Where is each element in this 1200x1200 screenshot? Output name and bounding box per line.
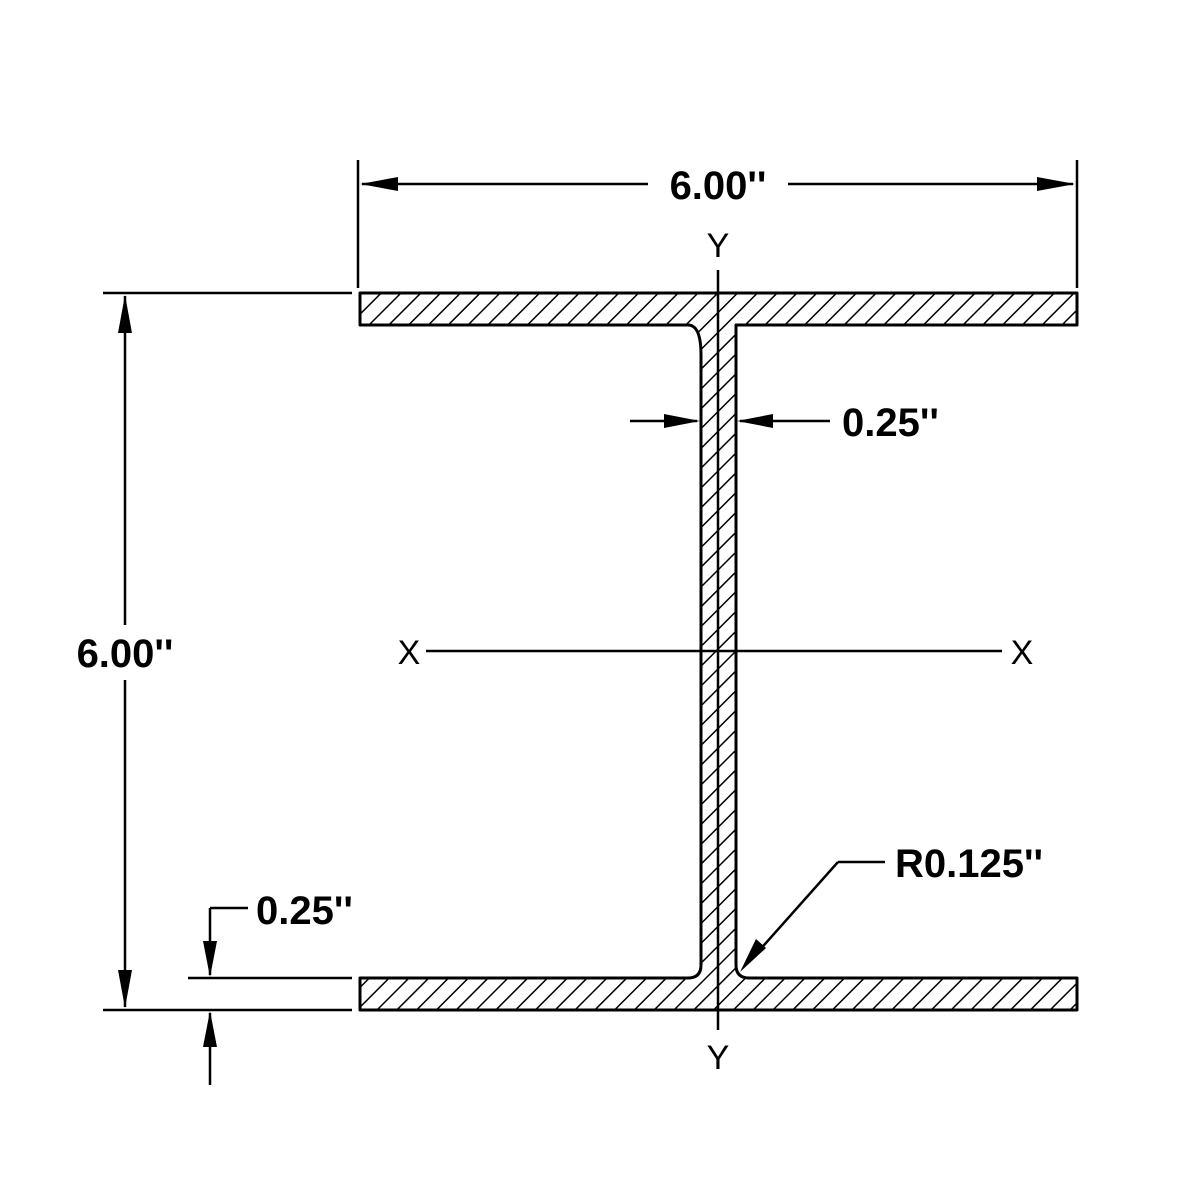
arrowhead-left (360, 177, 398, 191)
y-axis-label-bottom: Y (707, 1039, 730, 1077)
arrowhead-top (118, 295, 132, 333)
web-thickness-dimension: 0.25'' (630, 401, 939, 445)
arrowhead-bottom (118, 970, 132, 1008)
arrowhead-right (1037, 177, 1075, 191)
flange-arrowhead-top (203, 941, 217, 977)
flange-width-label: 6.00'' (670, 164, 767, 208)
fillet-radius-callout: R0.125'' (740, 842, 1043, 972)
x-axis-label-left: X (398, 634, 421, 672)
radius-leader-diagonal (748, 861, 839, 963)
fillet-radius-label: R0.125'' (895, 842, 1043, 886)
width-dimension: 6.00'' (356, 160, 1079, 288)
depth-dimension: 6.00'' (77, 291, 352, 1012)
flange-thickness-label: 0.25'' (256, 889, 353, 933)
x-axis-label-right: X (1011, 634, 1034, 672)
web-arrowhead-right (737, 414, 773, 428)
overall-depth-label: 6.00'' (77, 632, 174, 676)
x-axis: X X (398, 634, 1034, 672)
flange-arrowhead-bottom (203, 1011, 217, 1047)
radius-arrowhead (740, 939, 766, 972)
web-arrowhead-left (664, 414, 700, 428)
flange-thickness-dimension: 0.25'' (188, 889, 353, 1085)
web-thickness-label: 0.25'' (842, 401, 939, 445)
y-axis-label-top: Y (707, 227, 730, 265)
